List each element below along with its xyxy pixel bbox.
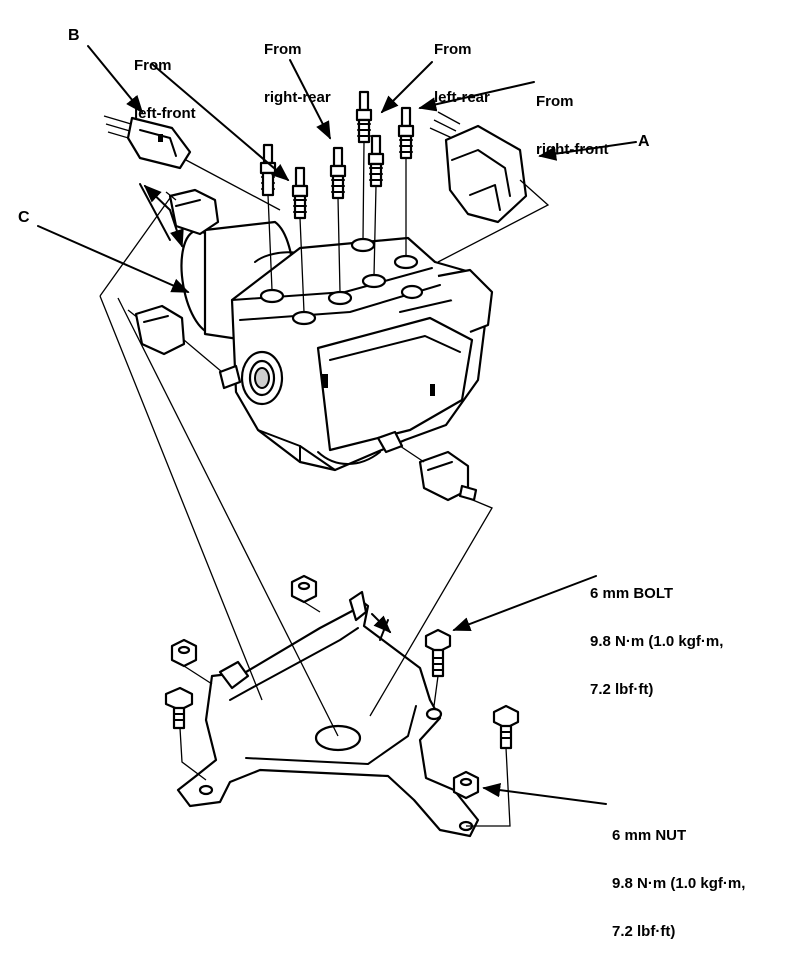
abs-modulator-exploded-diagram: B From left-front From right-rear From l… (18, 27, 745, 940)
mounting-bracket (176, 590, 480, 838)
mount-bushing-upper (165, 188, 220, 236)
connector-b (103, 115, 281, 211)
connector-a (429, 111, 550, 263)
label-a: A (638, 133, 650, 150)
label-from-right-rear: From right-rear (264, 41, 331, 106)
mount-bushing-left (127, 304, 223, 373)
mount-bushing-bottom (399, 445, 478, 502)
fitting-right-front (397, 106, 415, 160)
label-c: C (18, 209, 30, 226)
diagram-artwork (37, 45, 637, 838)
brake-line-fittings (259, 90, 415, 313)
fitting-left-rear (355, 90, 373, 144)
fitting-left-front (259, 143, 277, 197)
bolt-right-lower (492, 704, 520, 750)
label-from-right-front: From right-front (536, 93, 609, 158)
fitting-right-rear (329, 146, 347, 200)
bolt-left (164, 686, 194, 730)
alignment-lines (99, 197, 511, 827)
bolt-right-upper (424, 628, 452, 678)
fitting-left-front-2 (291, 166, 309, 220)
nut-top (290, 574, 318, 604)
label-from-left-front: From left-front (134, 57, 196, 122)
label-from-left-rear: From left-rear (434, 41, 490, 106)
label-bolt-spec: 6 mm BOLT 9.8 N·m (1.0 kgf·m, 7.2 lbf·ft… (590, 585, 724, 698)
nut-right (452, 770, 480, 800)
label-nut-spec: 6 mm NUT 9.8 N·m (1.0 kgf·m, 7.2 lbf·ft) (612, 827, 746, 940)
fitting-left-rear-2 (367, 134, 385, 188)
nut-left (170, 638, 198, 668)
callout-arrows (37, 45, 637, 805)
label-b: B (68, 27, 80, 44)
